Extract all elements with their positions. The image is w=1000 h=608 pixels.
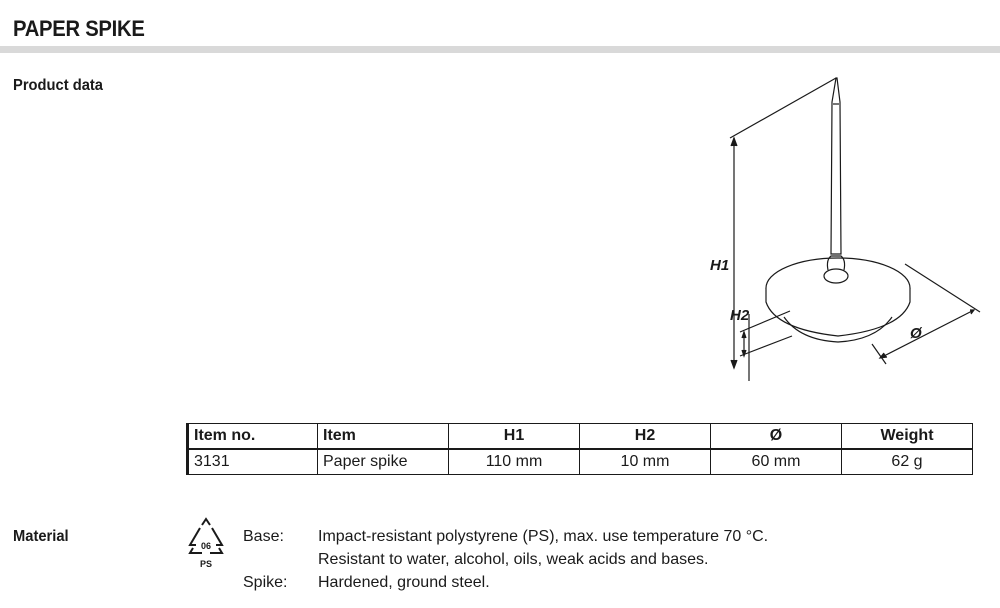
- base-description-line1: Impact-resistant polystyrene (PS), max. …: [318, 528, 769, 545]
- table-header-row: Item no. Item H1 H2 Ø Weight: [186, 423, 973, 450]
- cell-weight: 62 g: [841, 448, 973, 475]
- recycling-icon: 06 PS: [188, 517, 224, 569]
- recycle-code: 06: [201, 541, 211, 551]
- cell-h1: 110 mm: [448, 448, 580, 475]
- product-data-heading: Product data: [13, 77, 103, 94]
- header-weight: Weight: [841, 423, 973, 450]
- h2-dimension-label: H2: [730, 307, 750, 324]
- base-description-line2: Resistant to water, alcohol, oils, weak …: [318, 551, 709, 568]
- header-item-no: Item no.: [186, 423, 318, 450]
- h1-dimension-label: H1: [710, 257, 729, 274]
- table-row: 3131 Paper spike 110 mm 10 mm 60 mm 62 g: [186, 448, 973, 475]
- diameter-dimension-label: Ø: [910, 325, 923, 342]
- page-title: PAPER SPIKE: [13, 16, 145, 41]
- cell-diameter: 60 mm: [710, 448, 842, 475]
- title-divider: [0, 46, 1000, 53]
- cell-item: Paper spike: [317, 448, 449, 475]
- paper-spike-illustration: H1 H2 Ø: [710, 77, 981, 381]
- header-h1: H1: [448, 423, 580, 450]
- spike-label: Spike:: [243, 574, 288, 591]
- base-label: Base:: [243, 528, 284, 545]
- header-diameter: Ø: [710, 423, 842, 450]
- header-h2: H2: [579, 423, 711, 450]
- material-heading: Material: [13, 528, 69, 545]
- cell-item-no: 3131: [186, 448, 318, 475]
- header-item: Item: [317, 423, 449, 450]
- recycle-label: PS: [200, 559, 212, 569]
- product-table: Item no. Item H1 H2 Ø Weight 3131 Paper …: [186, 423, 973, 475]
- cell-h2: 10 mm: [579, 448, 711, 475]
- spike-description: Hardened, ground steel.: [318, 574, 490, 591]
